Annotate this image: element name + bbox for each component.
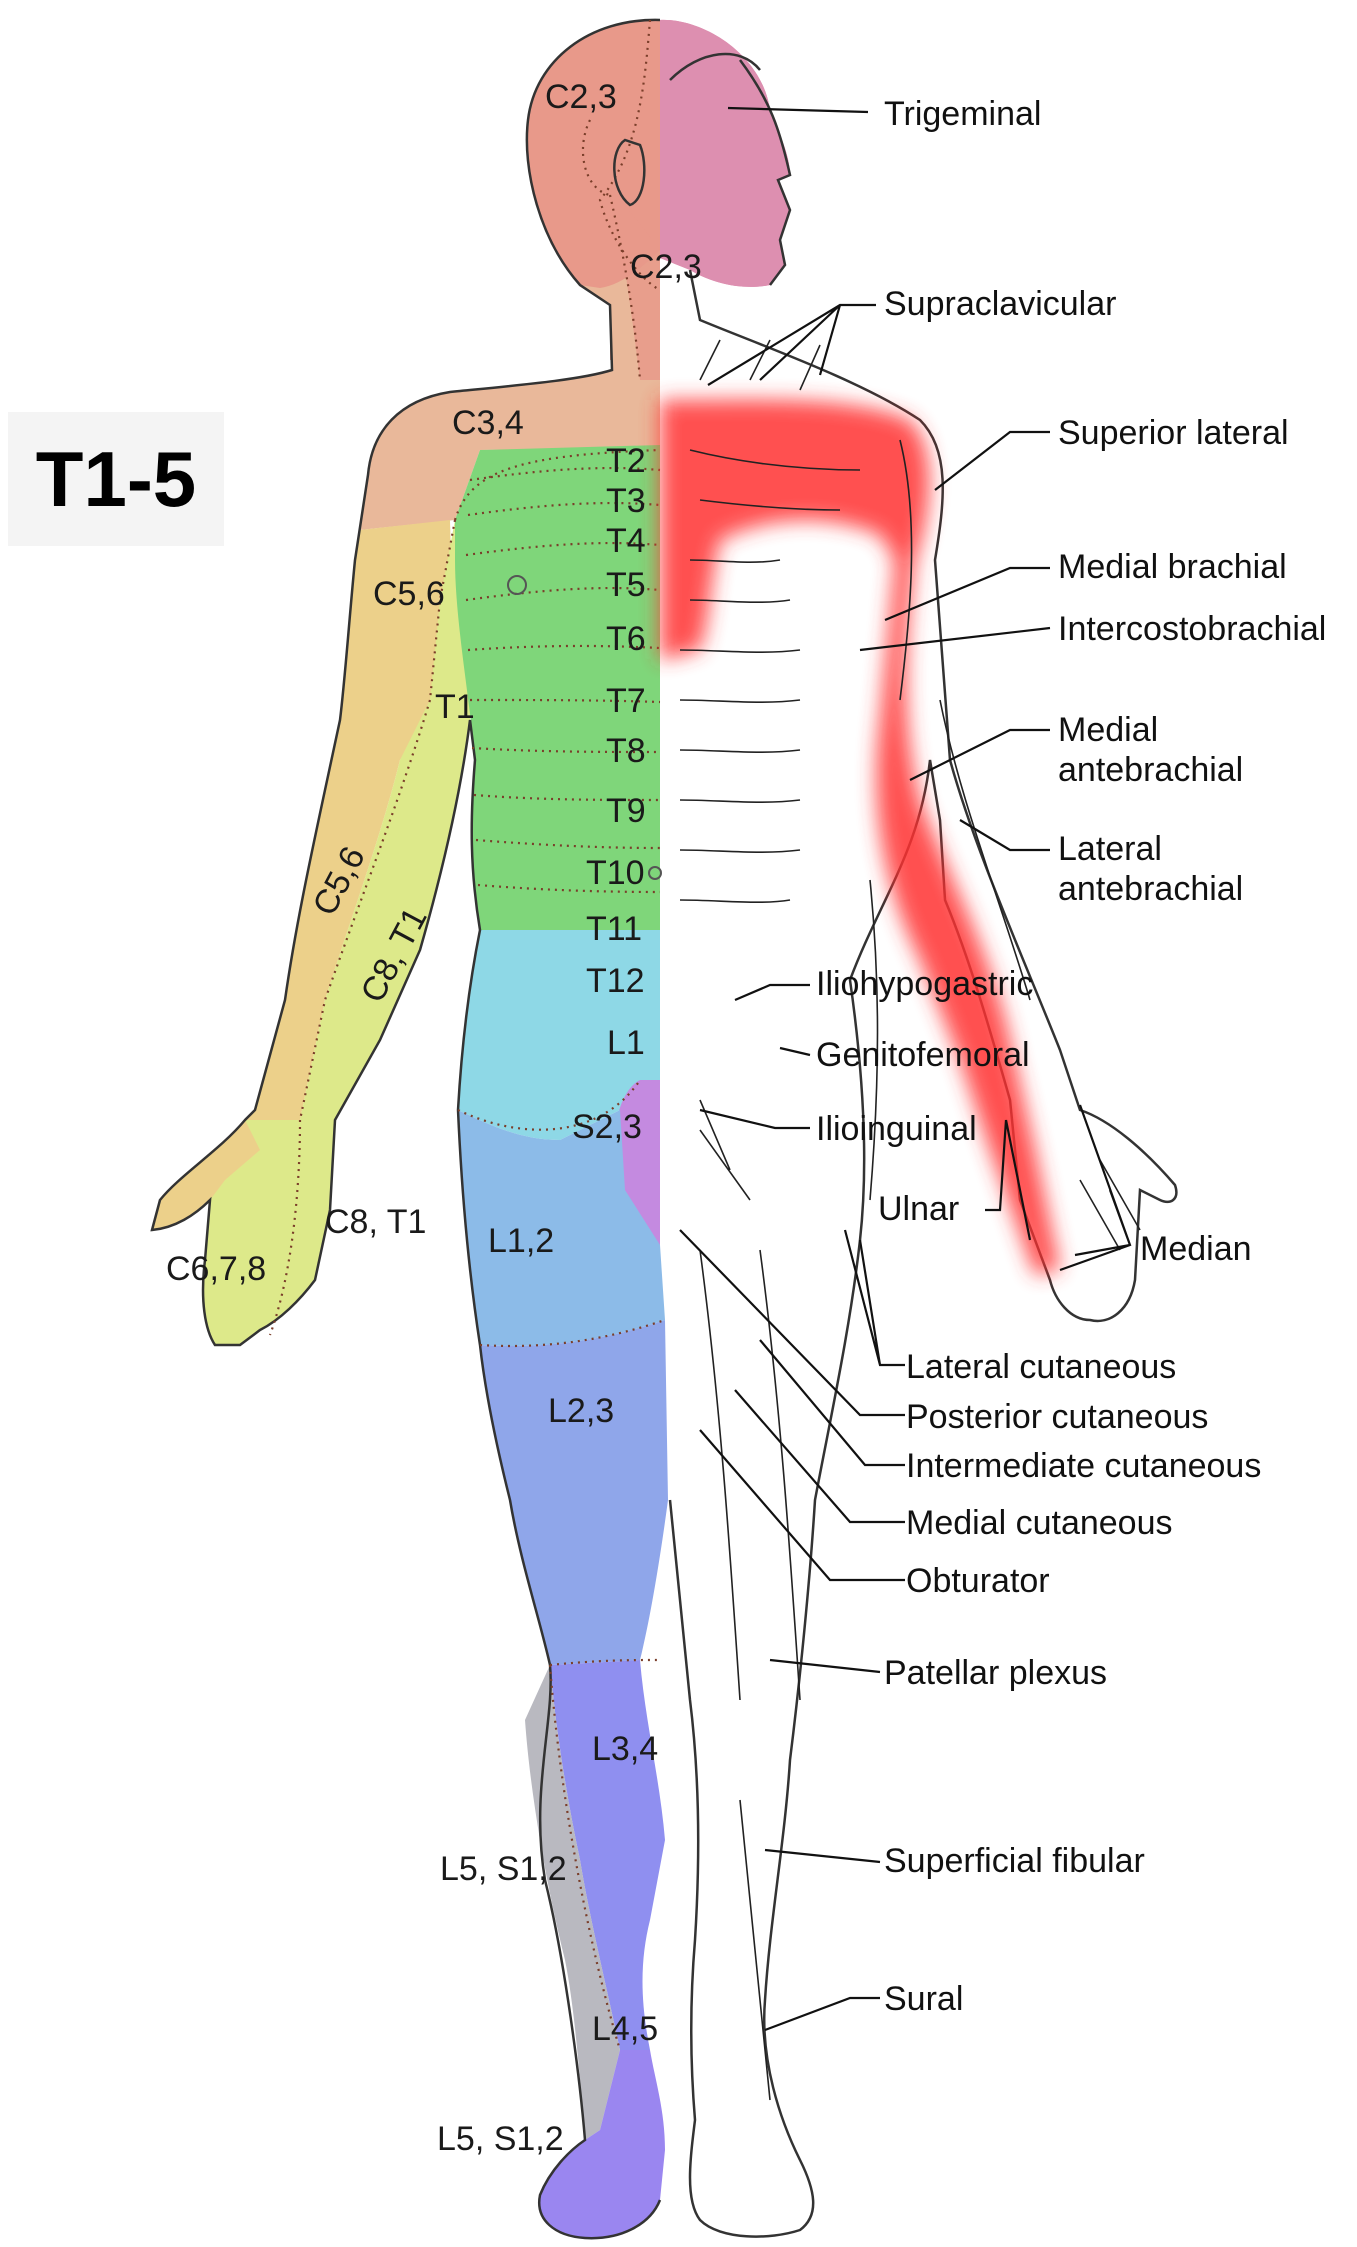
label-c56-upper: C5,6	[373, 575, 445, 613]
label-t8: T8	[606, 732, 646, 770]
label-l5s12-lower: L5, S1,2	[437, 2120, 564, 2158]
label-intercostobrachial: Intercostobrachial	[1058, 610, 1326, 648]
label-c23-neck: C2,3	[630, 248, 702, 286]
label-c23-top: C2,3	[545, 78, 617, 116]
label-t11: T11	[586, 910, 642, 948]
right-face	[660, 20, 790, 287]
label-t10: T10	[586, 854, 645, 892]
label-t1: T1	[435, 688, 475, 726]
label-medial-antebrachial-2: antebrachial	[1058, 751, 1243, 789]
leader-iliohypogastric	[735, 985, 810, 1000]
label-supraclavicular: Supraclavicular	[884, 285, 1116, 323]
label-medial-cutaneous: Medial cutaneous	[906, 1504, 1173, 1542]
label-t5: T5	[606, 566, 646, 604]
label-lateral-cutaneous: Lateral cutaneous	[906, 1348, 1176, 1386]
label-l12: L1,2	[488, 1222, 554, 1260]
label-t2: T2	[606, 442, 646, 480]
label-medial-brachial: Medial brachial	[1058, 548, 1287, 586]
label-t12: T12	[586, 962, 645, 1000]
label-t9: T9	[606, 792, 646, 830]
leader-sural	[765, 1998, 880, 2030]
leader-ilioinguinal	[700, 1110, 810, 1128]
label-genitofemoral: Genitofemoral	[816, 1036, 1030, 1074]
label-posterior-cutaneous: Posterior cutaneous	[906, 1398, 1208, 1436]
label-c34: C3,4	[452, 404, 524, 442]
label-median: Median	[1140, 1230, 1252, 1268]
label-l1: L1	[607, 1024, 645, 1062]
label-l45: L4,5	[592, 2010, 658, 2048]
nerve-labels: Trigeminal Supraclavicular Superior late…	[816, 95, 1326, 2018]
label-patellar-plexus: Patellar plexus	[884, 1654, 1107, 1692]
label-iliohypogastric: Iliohypogastric	[816, 965, 1033, 1003]
label-t7: T7	[606, 682, 646, 720]
leader-lateral-cutaneous	[845, 1230, 905, 1365]
leader-genitofemoral	[780, 1048, 810, 1055]
label-t4: T4	[606, 522, 646, 560]
leader-superficial-fibular	[765, 1850, 880, 1862]
leader-posterior-cutaneous	[680, 1230, 905, 1415]
label-ilioinguinal: Ilioinguinal	[816, 1110, 977, 1148]
label-lateral-antebrachial-2: antebrachial	[1058, 870, 1243, 908]
label-medial-antebrachial-1: Medial	[1058, 711, 1158, 749]
label-t3: T3	[606, 482, 646, 520]
label-l23: L2,3	[548, 1392, 614, 1430]
label-sural: Sural	[884, 1980, 963, 2018]
label-l34: L3,4	[592, 1730, 658, 1768]
label-lateral-antebrachial-1: Lateral	[1058, 830, 1162, 868]
label-ulnar: Ulnar	[878, 1190, 959, 1228]
label-t6: T6	[606, 620, 646, 658]
label-superficial-fibular: Superficial fibular	[884, 1842, 1145, 1880]
label-intermediate-cutaneous: Intermediate cutaneous	[906, 1447, 1261, 1485]
leader-patellar-plexus	[770, 1660, 880, 1672]
label-s23: S2,3	[572, 1108, 642, 1146]
label-l5s12-upper: L5, S1,2	[440, 1850, 567, 1888]
label-obturator: Obturator	[906, 1562, 1050, 1600]
leader-superior-lateral	[935, 432, 1050, 490]
label-c8t1-hand: C8, T1	[325, 1203, 426, 1241]
leader-median	[1060, 1105, 1130, 1270]
label-c678: C6,7,8	[166, 1250, 266, 1288]
label-trigeminal: Trigeminal	[884, 95, 1041, 133]
dermatome-map	[152, 20, 790, 2238]
leader-supraclavicular	[708, 305, 876, 385]
label-superior-lateral: Superior lateral	[1058, 414, 1289, 452]
